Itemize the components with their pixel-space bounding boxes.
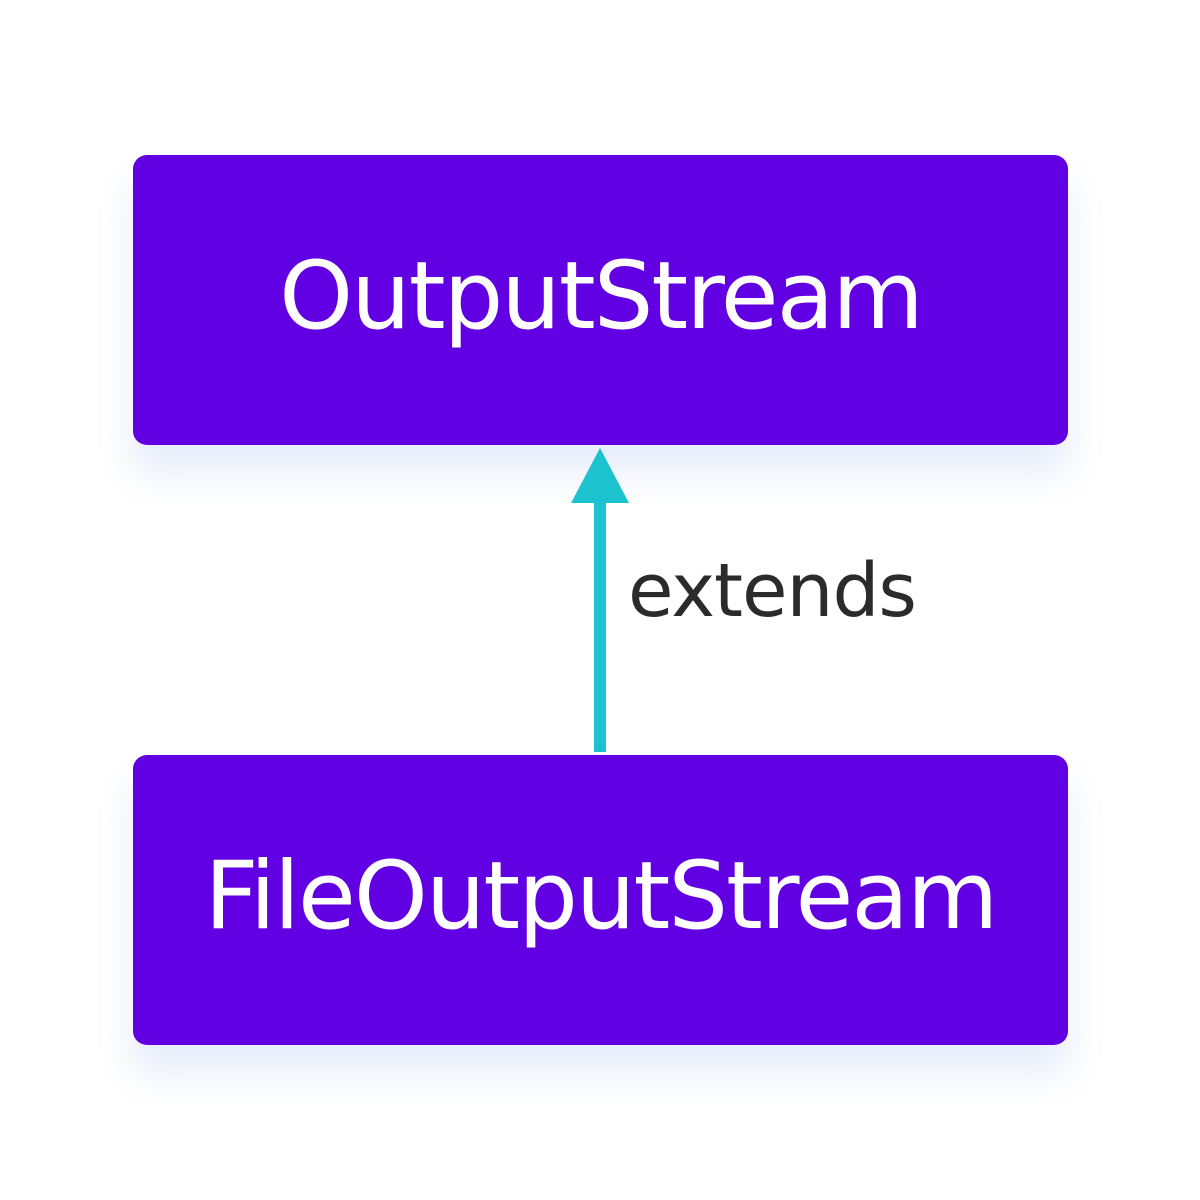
child-class-box: FileOutputStream [133,755,1068,1045]
arrow-head [571,448,629,503]
parent-class-box: OutputStream [133,155,1068,445]
parent-class-label: OutputStream [279,241,924,351]
relation-label: extends [628,548,917,634]
child-class-label: FileOutputStream [204,841,999,951]
